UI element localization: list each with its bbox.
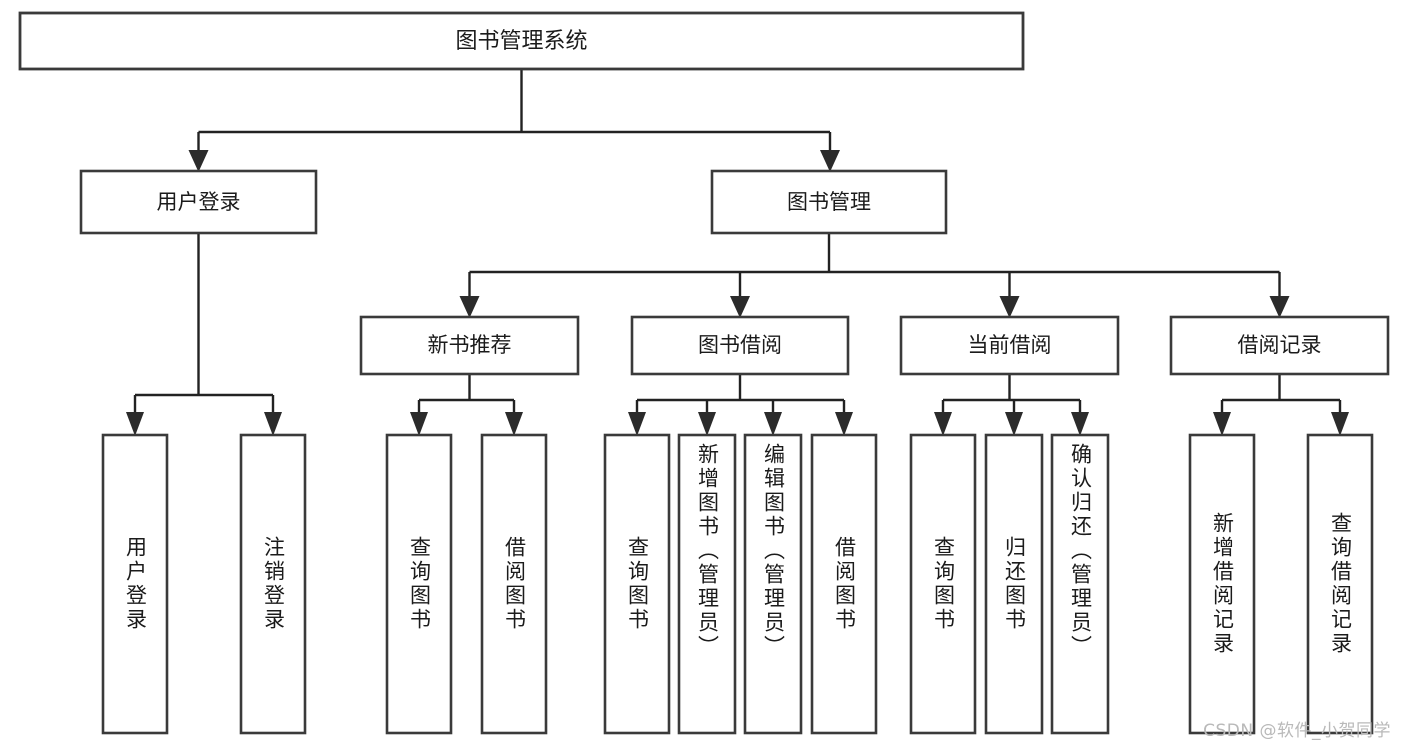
- leaf-query-record-box[interactable]: [1306, 433, 1374, 735]
- arrow-head-icon: [505, 412, 523, 436]
- connector-bookmanage-to-level3: [468, 233, 1281, 298]
- node-root-box[interactable]: [18, 11, 1025, 71]
- leaf-query-book-2-box[interactable]: [603, 433, 671, 735]
- node-book-borrow[interactable]: 图书借阅: [630, 315, 850, 376]
- node-borrow-record[interactable]: 借阅记录: [1169, 315, 1390, 376]
- leaf-logout-box[interactable]: [239, 433, 307, 735]
- node-new-book-recommend-label: 新书推荐: [428, 333, 512, 357]
- arrow-head-icon: [764, 412, 782, 436]
- leaf-add-book-box[interactable]: [677, 433, 737, 735]
- arrow-head-icon: [730, 296, 750, 318]
- node-new-book-recommend[interactable]: 新书推荐: [359, 315, 580, 376]
- leaf-query-book-3-box[interactable]: [909, 433, 977, 735]
- node-book-borrow-label: 图书借阅: [698, 333, 782, 357]
- node-current-borrow[interactable]: 当前借阅: [899, 315, 1120, 376]
- arrow-head-icon: [628, 412, 646, 436]
- node-book-borrow-box[interactable]: [630, 315, 850, 376]
- arrow-head-icon: [835, 412, 853, 436]
- leaf-confirm-return-box[interactable]: [1050, 433, 1110, 735]
- arrow-head-icon: [1005, 412, 1023, 436]
- arrow-head-icon: [1213, 412, 1231, 436]
- connector-layer: [133, 69, 1342, 416]
- node-user-login-label: 用户登录: [157, 190, 241, 214]
- node-borrow-record-box[interactable]: [1169, 315, 1390, 376]
- arrow-head-icon: [698, 412, 716, 436]
- connector-userlogin-to-leaves: [133, 233, 275, 416]
- node-user-login[interactable]: 用户登录: [79, 169, 318, 235]
- arrow-head-icon: [126, 412, 144, 436]
- connector-currentborrow-to-leaves: [941, 374, 1082, 416]
- arrow-head-icon: [820, 150, 840, 172]
- arrow-head-icon: [410, 412, 428, 436]
- leaf-return-book-box[interactable]: [984, 433, 1044, 735]
- node-new-book-recommend-box[interactable]: [359, 315, 580, 376]
- node-current-borrow-label: 当前借阅: [968, 333, 1052, 357]
- node-current-borrow-box[interactable]: [899, 315, 1120, 376]
- leaf-edit-book-box[interactable]: [743, 433, 803, 735]
- connector-root-to-level2: [197, 69, 832, 152]
- node-borrow-record-label: 借阅记录: [1238, 333, 1322, 357]
- leaf-box-layer: [101, 433, 1374, 735]
- node-root-label: 图书管理系统: [455, 29, 587, 54]
- arrow-head-icon: [459, 296, 480, 318]
- node-book-manage-box[interactable]: [710, 169, 948, 235]
- arrow-head-icon: [934, 412, 952, 436]
- arrow-head-icon: [188, 150, 209, 172]
- arrow-head-icon: [1071, 412, 1089, 436]
- leaf-borrow-book-1-box[interactable]: [480, 433, 548, 735]
- node-root[interactable]: 图书管理系统: [18, 11, 1025, 71]
- arrow-head-icon: [264, 412, 282, 436]
- arrow-head-icon: [1331, 412, 1349, 436]
- arrow-head-icon: [1269, 296, 1290, 318]
- connector-borrowrecord-to-leaves: [1220, 374, 1342, 416]
- watermark-text: CSDN @软件_小贺同学: [1203, 721, 1391, 741]
- leaf-user-login-box[interactable]: [101, 433, 169, 735]
- node-book-manage[interactable]: 图书管理: [710, 169, 948, 235]
- arrow-head-icon: [999, 296, 1020, 318]
- connector-newbook-to-leaves: [417, 374, 516, 416]
- node-user-login-box[interactable]: [79, 169, 318, 235]
- node-book-manage-label: 图书管理: [787, 190, 871, 214]
- leaf-borrow-book-2-box[interactable]: [810, 433, 878, 735]
- leaf-query-book-1-box[interactable]: [385, 433, 453, 735]
- arrowhead-layer: [126, 150, 1349, 436]
- connector-bookborrow-to-leaves: [635, 374, 846, 416]
- leaf-add-record-box[interactable]: [1188, 433, 1256, 735]
